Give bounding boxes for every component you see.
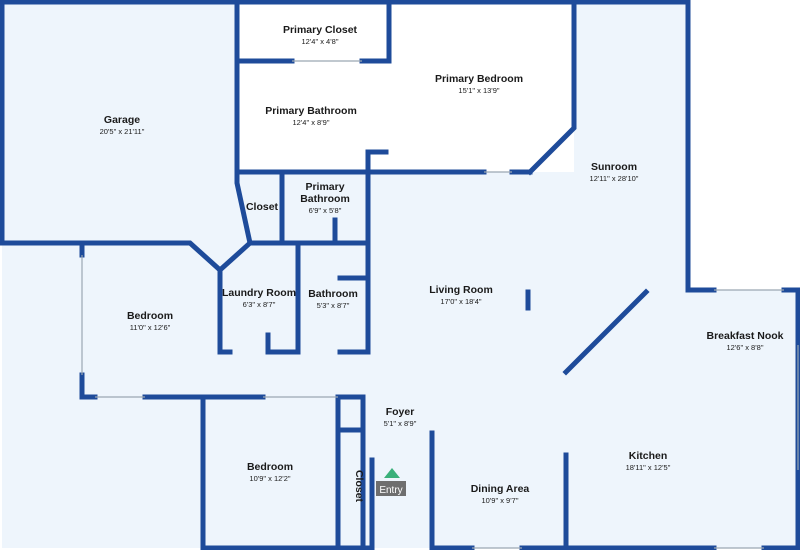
room-dining-dim: 10'9" x 9'7" [482,496,519,505]
room-kitchen-dim: 18'11" x 12'5" [626,463,671,472]
room-primary-bathroom-2-name-line1: Primary [305,181,344,193]
windows [81,60,799,549]
room-primary-bathroom-dim: 12'4" x 8'9" [293,118,330,127]
room-foyer-name: Foyer [386,406,415,418]
room-sunroom-dim: 12'11" x 28'10" [590,174,639,183]
room-bedroom-1-dim: 11'0" x 12'6" [130,323,171,332]
room-foyer-dim: 5'1" x 8'9" [384,419,417,428]
room-living-room-name: Living Room [429,284,493,296]
room-closet-2-name: Closet [353,470,365,503]
room-breakfast-nook-dim: 12'6" x 8'8" [727,343,764,352]
entry-label: Entry [379,485,402,496]
room-bathroom-name: Bathroom [308,288,358,300]
entry-marker[interactable]: Entry [376,468,406,496]
room-closet-name: Closet [246,201,279,213]
room-primary-closet-name: Primary Closet [283,24,358,36]
room-bedroom-2-dim: 10'9" x 12'2" [249,474,290,483]
room-laundry-dim: 6'3" x 8'7" [243,300,276,309]
room-labels: Garage 20'5" x 21'11" Primary Closet 12'… [100,24,784,505]
room-kitchen-name: Kitchen [629,450,668,462]
room-primary-bathroom-name: Primary Bathroom [265,105,357,117]
room-living-room-dim: 17'0" x 18'4" [440,297,481,306]
room-sunroom-name: Sunroom [591,161,637,173]
room-dining-name: Dining Area [471,483,530,495]
room-primary-bedroom-dim: 15'1" x 13'9" [458,86,499,95]
entry-badge [376,481,406,496]
room-primary-bedroom-name: Primary Bedroom [435,73,523,85]
room-garage-dim: 20'5" x 21'11" [100,127,145,136]
room-primary-bathroom-2-name-line2: Bathroom [300,193,350,205]
room-laundry-name: Laundry Room [222,287,296,299]
room-primary-closet-dim: 12'4" x 4'8" [302,37,339,46]
room-breakfast-nook-name: Breakfast Nook [706,330,783,342]
room-bathroom-dim: 5'3" x 8'7" [317,301,350,310]
room-bedroom-2-name: Bedroom [247,461,293,473]
entry-arrow-icon [384,468,400,478]
room-bedroom-1-name: Bedroom [127,310,173,322]
room-garage-name: Garage [104,114,140,126]
room-primary-bathroom-2-dim: 6'9" x 5'8" [309,206,342,215]
